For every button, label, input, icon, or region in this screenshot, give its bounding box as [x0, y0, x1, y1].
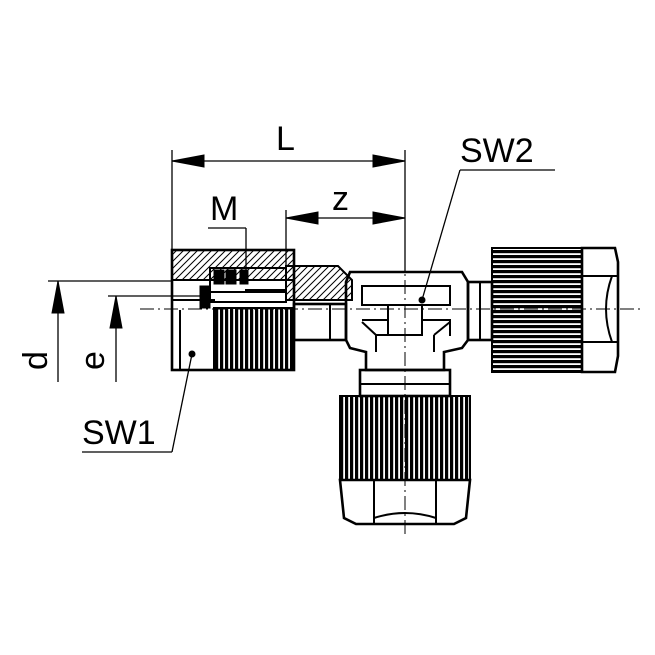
right-assembly: [466, 246, 620, 374]
SW1-leader-dot: [188, 350, 196, 358]
right-knurled-nut: [491, 247, 583, 373]
SW1-leader-diagonal: [171, 353, 193, 453]
seal-housing: [209, 267, 287, 303]
z-label: z: [332, 180, 349, 218]
dimension-SW1: SW1: [82, 350, 196, 453]
SW2-leader-dot: [418, 296, 426, 304]
L-arrow-left: [171, 154, 205, 168]
main-bore: [361, 285, 451, 306]
d-arrow: [51, 280, 65, 314]
e-arrow: [109, 295, 123, 329]
bore-step-lines: [362, 319, 451, 336]
seal-ring-3: [239, 269, 249, 285]
M-label: M: [210, 190, 238, 228]
dimension-d: d: [17, 280, 172, 382]
SW1-label: SW1: [82, 414, 156, 452]
tube-insert-section: [285, 265, 353, 301]
tee-body-outline: [344, 270, 470, 372]
SW2-label: SW2: [460, 132, 534, 170]
seal-ring-2: [225, 269, 237, 285]
z-arrow-right: [372, 211, 406, 225]
dimension-SW2: SW2: [418, 132, 555, 304]
L-arrow-right: [372, 154, 406, 168]
bottom-hex-curve: [373, 512, 437, 519]
left-assembly: [170, 248, 353, 372]
bottom-knurled-nut: [339, 395, 471, 481]
e-label: e: [74, 351, 112, 370]
cone-left: [361, 321, 388, 336]
cone-right: [433, 321, 451, 336]
SW2-leader-diagonal: [421, 169, 461, 301]
right-hex-nut: [580, 246, 620, 374]
cutting-ring: [199, 285, 211, 309]
seal-ring-1: [213, 269, 225, 285]
branch-step-lines: [375, 335, 435, 352]
left-knurled-band: [213, 307, 295, 371]
dimension-z: z: [285, 180, 406, 266]
tee-body: [344, 270, 470, 372]
dimension-L: L: [171, 120, 406, 272]
dimension-M: M: [208, 190, 247, 270]
d-label: d: [17, 351, 55, 370]
right-hex-curve: [605, 275, 613, 343]
dimension-e: e: [74, 295, 200, 382]
L-label: L: [276, 120, 295, 158]
z-arrow-left: [285, 211, 319, 225]
bottom-assembly: [338, 368, 472, 526]
bottom-hex-nut: [338, 478, 472, 526]
